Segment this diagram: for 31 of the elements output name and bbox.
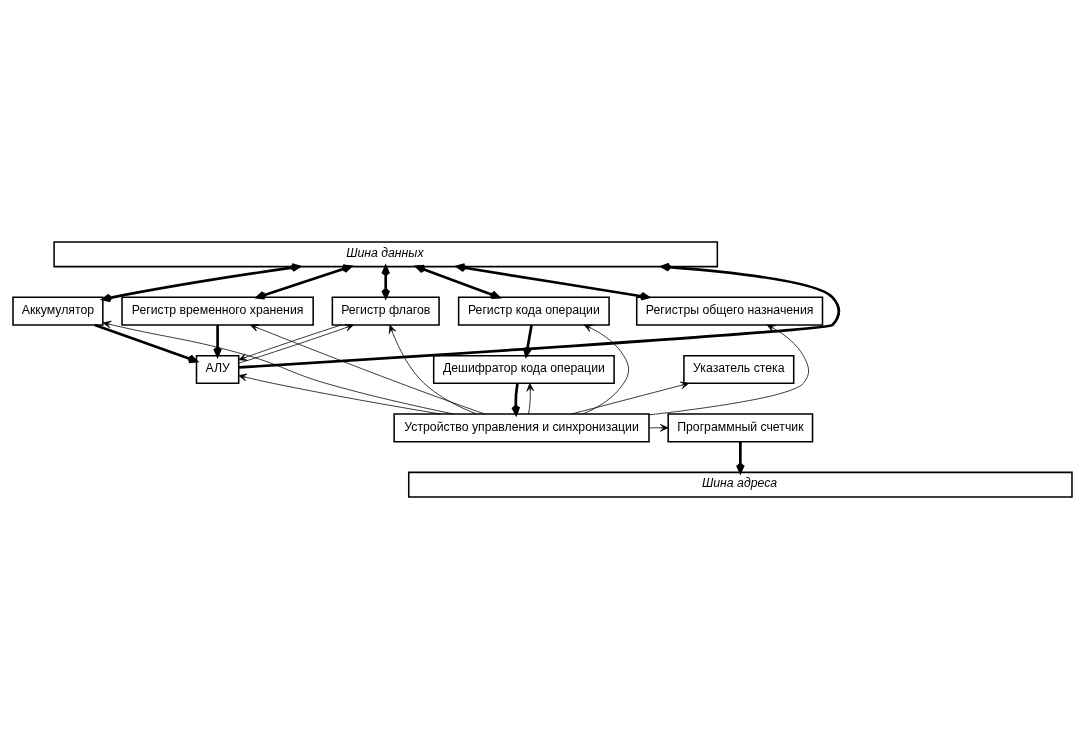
node-box: Аккумулятор [12,296,104,326]
node-box: АЛУ [195,354,240,384]
node-box: Программный счетчик [667,412,814,442]
arrow [456,262,650,301]
arrow [238,373,441,414]
node-box: Регистр временного хранения [121,296,314,326]
node-box: Устройство управления и синхронизации [393,412,650,442]
arrow [102,320,454,414]
node-box: Регистр кода операции [457,296,610,326]
arrow [582,324,630,414]
arrow [415,264,501,299]
node-box: Дешифратор кода операции [432,354,615,384]
node-box: Шина данных [53,240,719,267]
arrow [511,382,521,415]
node-box: Указатель стека [683,354,795,384]
arrow [238,323,354,364]
arrow [381,265,391,299]
arrow [238,324,342,361]
arrow [648,423,669,432]
arrow [94,323,198,363]
arrow [388,324,478,414]
arrow [101,262,301,302]
arrow [526,382,535,414]
arrow [255,264,352,299]
arrow [250,323,485,414]
node-box: Регистры общего назначения [635,296,824,326]
node-box: Шина адреса [407,471,1073,498]
arrow [648,324,809,415]
node-box: Регистр флагов [331,296,440,326]
arrow [571,381,690,414]
arrow [238,262,840,369]
